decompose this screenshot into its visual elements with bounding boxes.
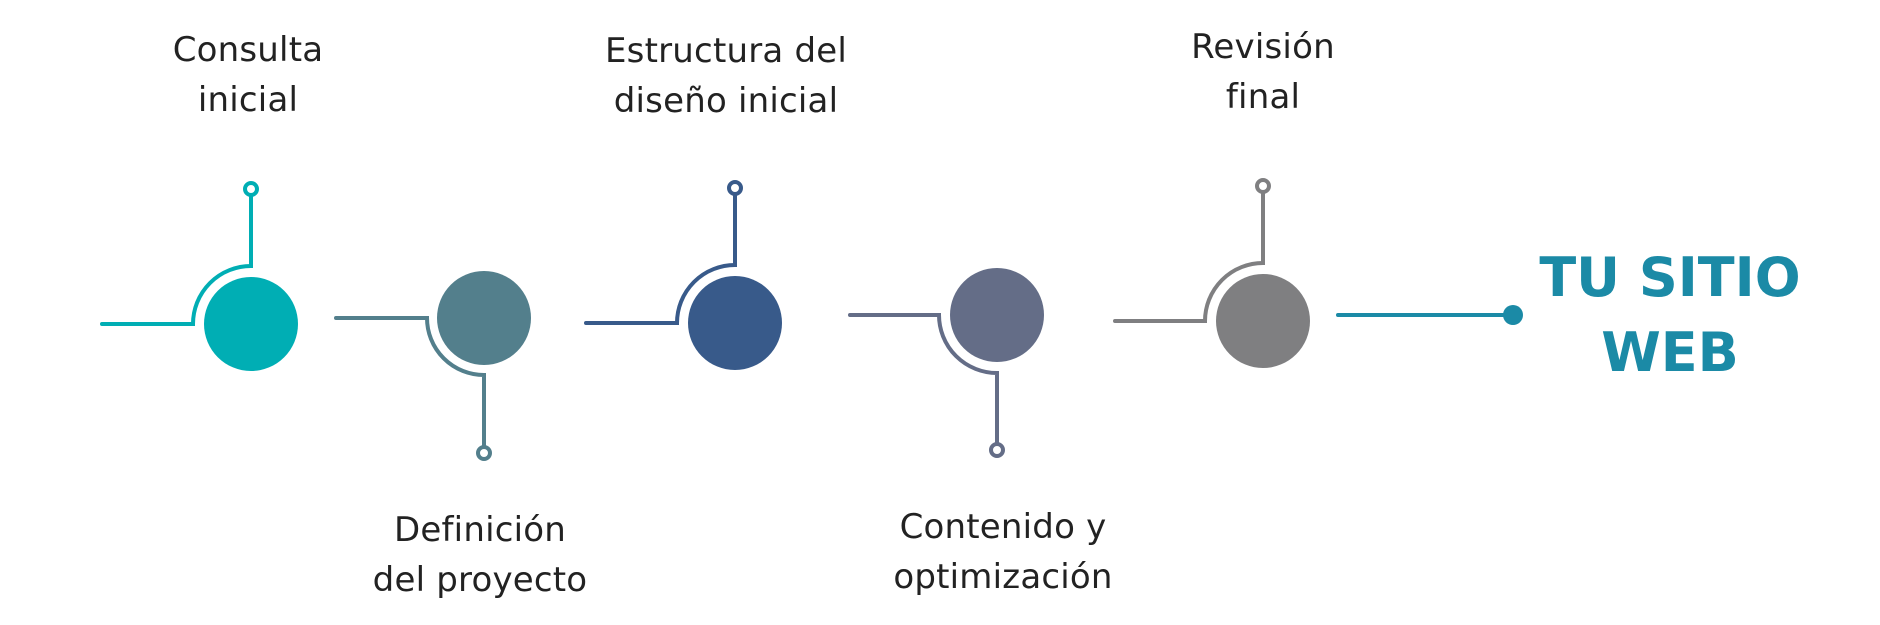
step-5-label: Revisión final <box>1113 22 1413 122</box>
step-3-node <box>688 276 782 370</box>
step-1-label: Consulta inicial <box>98 25 398 125</box>
step-4-node <box>950 268 1044 362</box>
step-2-label-line2: del proyecto <box>372 560 588 600</box>
step-4-label: Contenido y optimización <box>853 502 1153 602</box>
step-1-connector <box>100 181 259 326</box>
step-5-connector <box>1113 178 1271 323</box>
step-2-label-line1: Definición <box>394 510 566 550</box>
step-1-node <box>204 277 298 371</box>
final-outcome-title: TU SITIO WEB <box>1520 240 1820 390</box>
step-3-label-line1: Estructura del <box>605 31 847 71</box>
step-5-label-line2: final <box>1225 77 1301 117</box>
step-3-connector <box>584 180 743 325</box>
final-outcome-line1: TU SITIO <box>1539 246 1801 309</box>
step-3-label: Estructura del diseño inicial <box>576 26 876 126</box>
step-1-label-line2: inicial <box>197 80 299 120</box>
step-4-connector <box>848 313 1005 458</box>
step-5-label-line1: Revisión <box>1191 27 1335 67</box>
step-2-node <box>437 271 531 365</box>
final-connector <box>1336 305 1523 325</box>
step-2-label: Definición del proyecto <box>330 505 630 605</box>
final-outcome-line2: WEB <box>1601 321 1739 384</box>
step-5-node <box>1216 274 1310 368</box>
step-4-label-line1: Contenido y <box>899 507 1107 547</box>
step-3-label-line2: diseño inicial <box>613 81 839 121</box>
step-2-connector <box>334 316 492 461</box>
step-1-label-line1: Consulta <box>172 30 324 70</box>
step-4-label-line2: optimización <box>893 557 1113 597</box>
